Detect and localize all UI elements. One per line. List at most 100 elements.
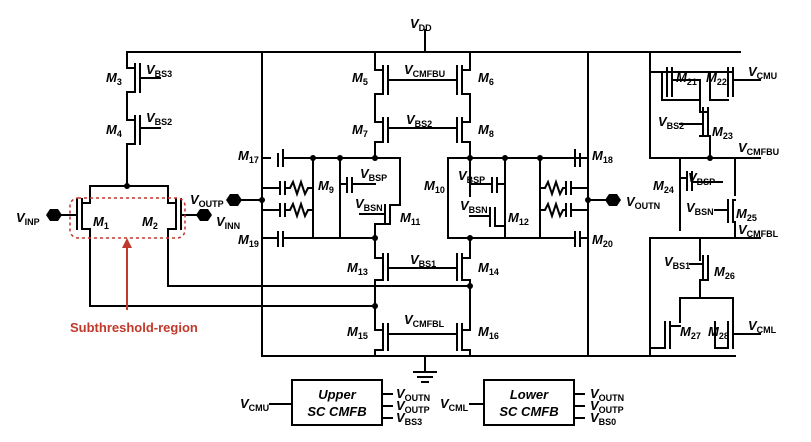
vcmfbu-right-label-sub: CMFBU [747, 147, 780, 157]
ground-icon [413, 371, 437, 383]
m18-label-main: M [592, 148, 604, 163]
lower-block-title-1: Lower [510, 387, 549, 402]
vdd-label-main: V [410, 16, 420, 31]
vcml-label-main: V [748, 318, 758, 333]
m1-label: M1 [93, 214, 109, 231]
vbsp-right-label: VBSP [688, 170, 715, 187]
upper-block-title-2: SC CMFB [307, 404, 366, 419]
m4-label-main: M [106, 122, 118, 137]
lower-block-input-label-sub: CML [449, 403, 469, 413]
m5-label-sub: 5 [363, 77, 368, 87]
vbsn-left-label-main: V [355, 196, 365, 211]
m12-label-main: M [508, 210, 520, 225]
m3-label-main: M [106, 70, 118, 85]
vinp-pin [46, 209, 62, 221]
vcmu-label: VCMU [748, 64, 777, 81]
vbsn-mid-label-sub: BSN [469, 205, 488, 215]
lower-sc-cmfb-block [469, 379, 585, 426]
m12-label-sub: 12 [519, 217, 529, 227]
lower-block-output-2-sub: BS0 [599, 417, 617, 427]
vbs2-left-label-sub: BS2 [155, 117, 173, 127]
vdd-label: VDD [410, 16, 432, 33]
vbsn-right-label: VBSN [686, 200, 714, 217]
vcmfbu-mid-label: VCMFBU [404, 62, 445, 79]
vbs3-label-main: V [146, 62, 156, 77]
m16-label-main: M [478, 324, 490, 339]
vbs1-mid-label-main: V [410, 252, 420, 267]
m1-label-sub: 1 [104, 221, 109, 231]
vbsn-left-label: VBSN [355, 196, 383, 213]
vbs2-mid-label-sub: BS2 [415, 119, 433, 129]
m5-m6-mirror [374, 51, 471, 123]
voutn-pin [605, 194, 621, 206]
vcmu-label-sub: CMU [757, 71, 778, 81]
m2-label-sub: 2 [153, 221, 158, 231]
lower-block-output-0-sub: OUTN [599, 393, 625, 403]
vbs2-mid-label: VBS2 [406, 112, 432, 129]
m7-m8-cascode [374, 117, 471, 159]
lower-block-output-1-sub: OUTP [599, 405, 624, 415]
input-pair [49, 185, 471, 307]
m15-m16-mirror [374, 323, 471, 357]
m8-label: M8 [478, 122, 494, 139]
vbsn-right-label-main: V [686, 200, 696, 215]
m18-label: M18 [592, 148, 613, 165]
m6-label-sub: 6 [489, 77, 494, 87]
m9-label-sub: 9 [329, 185, 334, 195]
m16-label-sub: 16 [489, 331, 499, 341]
m23-label-main: M [712, 124, 724, 139]
vbsp-left-label-sub: BSP [369, 173, 388, 183]
m13-label: M13 [347, 260, 368, 277]
left-output-branch [239, 149, 401, 259]
upper-block-output-2-main: V [396, 410, 406, 425]
upper-block-output-0-sub: OUTN [405, 393, 431, 403]
m21-label-sub: 21 [687, 77, 697, 87]
vbs1-right-label-main: V [664, 254, 674, 269]
m14-label-main: M [478, 260, 490, 275]
m28-label-main: M [708, 324, 720, 339]
vbsn-right-label-sub: BSN [695, 207, 714, 217]
m15-label-main: M [347, 324, 359, 339]
vbs2-mid-label-main: V [406, 112, 416, 127]
vbs2-right-label-sub: BS2 [667, 121, 685, 131]
m19-label-main: M [238, 232, 250, 247]
vcmfbu-right-label: VCMFBU [738, 140, 779, 157]
upper-block-title-1: Upper [318, 387, 357, 402]
lower-block-output-0-main: V [590, 386, 600, 401]
m25-label-main: M [736, 206, 748, 221]
voutp-label-sub: OUTP [199, 199, 224, 209]
m2-label: M2 [142, 214, 158, 231]
upper-block-output-1-sub: OUTP [405, 405, 430, 415]
upper-block-input-label-main: V [240, 396, 250, 411]
m23-label-sub: 23 [723, 131, 733, 141]
m27-label: M27 [680, 324, 701, 341]
voutn-label-main: V [626, 194, 636, 209]
vinn-pin [196, 209, 212, 221]
m28-label: M28 [708, 324, 729, 341]
vcmfbl-right-label-sub: CMFBL [747, 229, 779, 239]
m18-label-sub: 18 [603, 155, 613, 165]
vbsp-left-label-main: V [360, 166, 370, 181]
m14-label: M14 [478, 260, 499, 277]
m21-label: M21 [676, 70, 697, 87]
m24-label-sub: 24 [664, 185, 674, 195]
lower-block-output-2-main: V [590, 410, 600, 425]
m27-label-sub: 27 [691, 331, 701, 341]
m4-label-sub: 4 [117, 129, 122, 139]
m6-label-main: M [478, 70, 490, 85]
vbsn-mid-label: VBSN [460, 198, 488, 215]
vbsn-left-label-sub: BSN [364, 203, 383, 213]
subthreshold-label: Subthreshold-region [70, 320, 198, 335]
m8-label-sub: 8 [489, 129, 494, 139]
vcmfbu-mid-label-main: V [404, 62, 414, 77]
m9-label-main: M [318, 178, 330, 193]
m12-label: M12 [508, 210, 529, 227]
m6-label: M6 [478, 70, 494, 87]
m28-label-sub: 28 [719, 331, 729, 341]
m19-label-sub: 19 [249, 239, 259, 249]
m9-label: M9 [318, 178, 334, 195]
upper-block-output-2: VBS3 [396, 410, 422, 427]
m23-label: M23 [712, 124, 733, 141]
m3-label-sub: 3 [117, 77, 122, 87]
vbsp-left-label: VBSP [360, 166, 387, 183]
